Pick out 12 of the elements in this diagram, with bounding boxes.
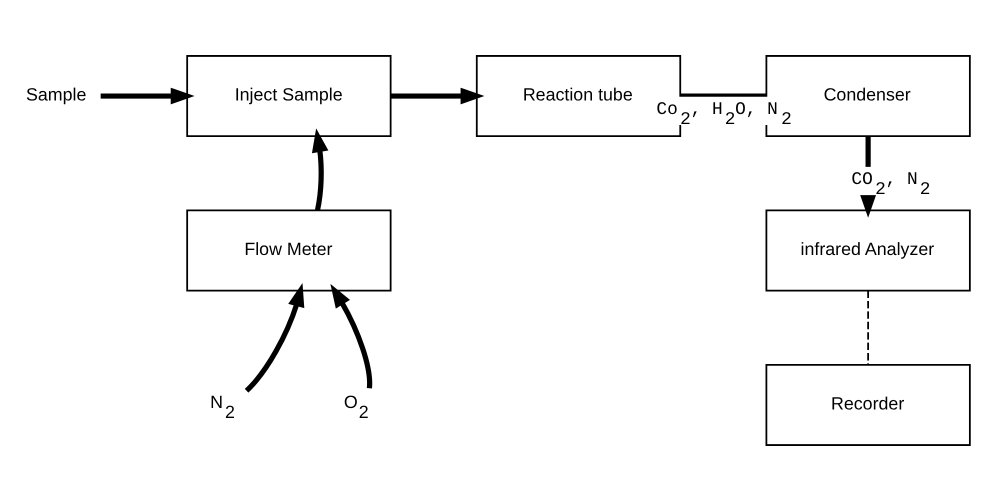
arrow [330,284,372,388]
arrow [390,88,484,104]
arrow [100,88,195,104]
arrow [312,128,328,210]
connector [867,290,870,364]
node-box: Recorder [766,364,971,446]
arrow [244,283,304,393]
node-text: Sample [26,84,86,105]
node-box: infrared Analyzer [766,210,971,292]
connector [680,93,766,99]
node-box: Inject Sample [186,55,392,138]
node-box: Flow Meter [186,210,392,292]
